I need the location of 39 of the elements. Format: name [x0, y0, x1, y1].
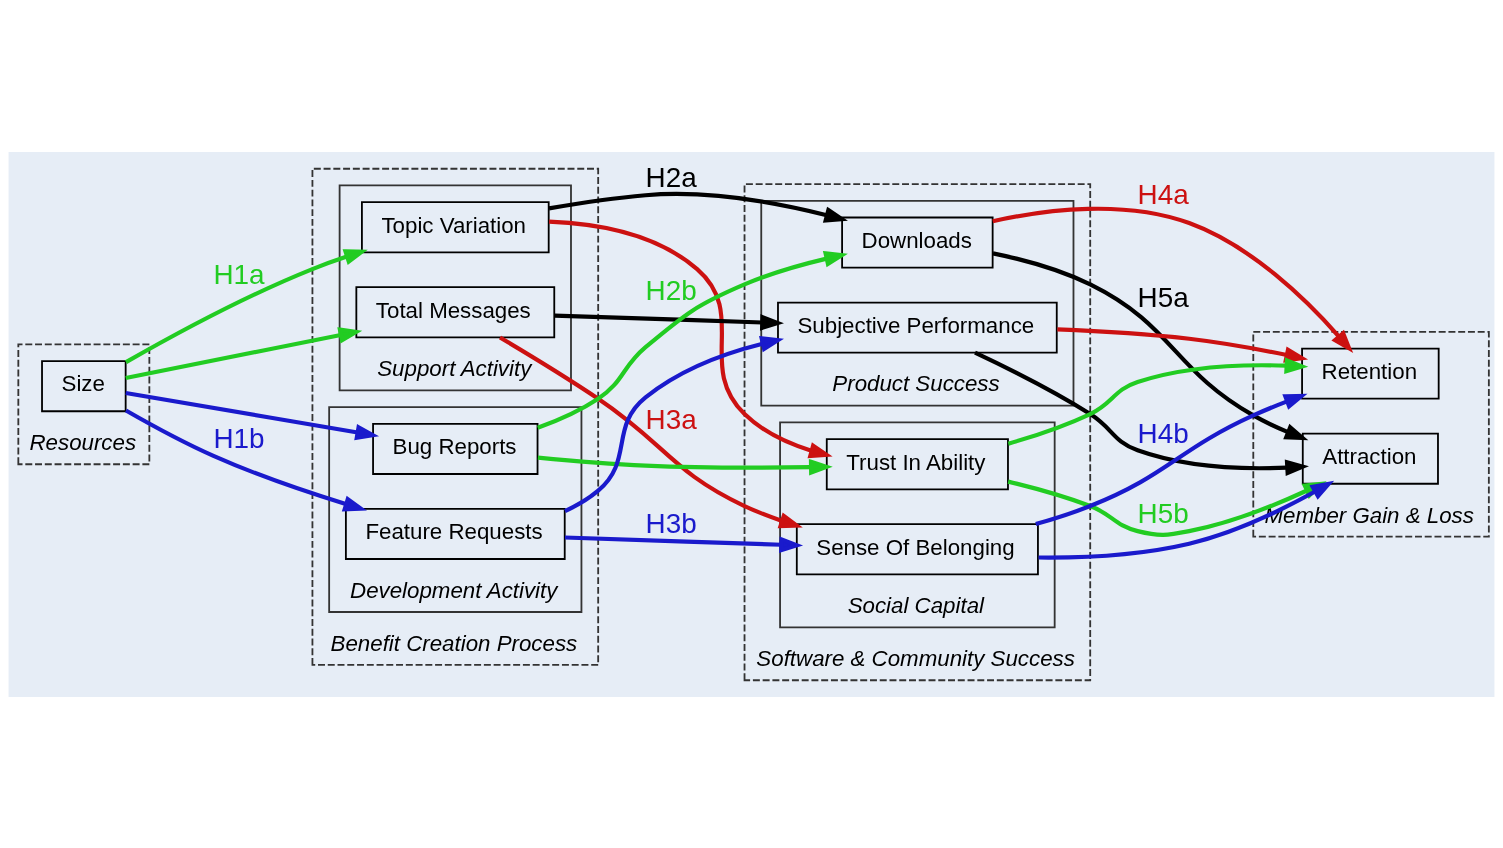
node-box: Feature Requests — [345, 507, 566, 560]
edge-label: H5b — [1137, 497, 1189, 529]
node-box: Downloads — [841, 216, 994, 269]
edge-label: H4a — [1137, 178, 1189, 210]
arrow — [537, 250, 848, 430]
edge-label: H2b — [645, 274, 697, 306]
edge-label: H5a — [1137, 281, 1189, 313]
arrow — [548, 191, 848, 223]
node-box: Attraction — [1301, 432, 1439, 485]
node-box: Trust In Ability — [825, 437, 1009, 490]
node-box: Size — [41, 359, 127, 412]
arrow — [537, 455, 833, 475]
arrow — [124, 408, 367, 512]
arrow — [992, 206, 1354, 353]
arrow — [554, 313, 784, 331]
arrow — [992, 250, 1309, 440]
edge-label: H3b — [645, 507, 697, 539]
arrow — [125, 326, 363, 380]
arrow — [1007, 356, 1309, 446]
edge-label: H4b — [1137, 417, 1189, 449]
node-box: Sense Of Belonging — [795, 522, 1039, 575]
arrow — [974, 350, 1309, 476]
edge-label: H1a — [213, 258, 265, 290]
node-box: Bug Reports — [372, 422, 539, 475]
edge-label: H3a — [645, 403, 697, 435]
node-box: Total Messages — [355, 285, 556, 338]
arrow — [1035, 393, 1308, 526]
arrow — [1057, 326, 1309, 363]
node-box: Subjective Performance — [777, 301, 1058, 354]
edge-label: H2a — [645, 161, 697, 193]
arrow — [498, 335, 803, 528]
arrow — [124, 248, 368, 364]
arrow — [564, 335, 784, 513]
arrow — [549, 219, 833, 458]
edge-label: H1b — [213, 422, 265, 453]
arrow — [564, 534, 804, 553]
node-box: Retention — [1301, 347, 1440, 400]
arrow — [125, 390, 380, 440]
node-box: Topic Variation — [361, 200, 550, 253]
